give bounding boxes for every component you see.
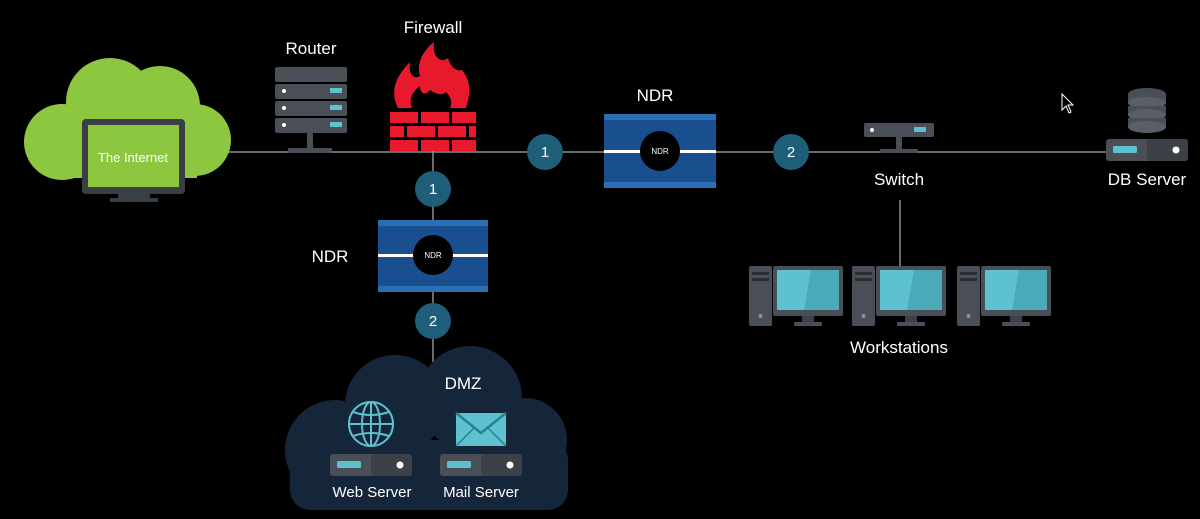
- workstation-icon: [957, 266, 1051, 326]
- database-server-icon: [1106, 88, 1188, 161]
- dmz-label: DMZ: [445, 374, 482, 393]
- router-rack-icon: [275, 67, 347, 153]
- switch-label: Switch: [874, 170, 924, 189]
- ndr-appliance-top: NDR: [604, 114, 716, 188]
- marker-vertical-1: 1: [415, 171, 451, 207]
- svg-text:1: 1: [541, 144, 549, 161]
- marker-vertical-2: 2: [415, 303, 451, 339]
- workstation-icon: [749, 266, 843, 326]
- marker-top-1: 1: [527, 134, 563, 170]
- ndr-left-label: NDR: [312, 247, 349, 266]
- svg-text:1: 1: [429, 181, 437, 198]
- cloud-monitor-icon: [82, 119, 185, 202]
- globe-server-icon: [330, 401, 412, 476]
- internet-cloud: The Internet: [24, 58, 231, 202]
- internet-label: The Internet: [98, 150, 168, 165]
- dmz-cloud: [285, 346, 568, 510]
- mail-server-icon: [440, 412, 522, 476]
- ndr-appliance-left: NDR: [378, 220, 488, 292]
- router-label: Router: [285, 39, 336, 58]
- ndr-left-badge: NDR: [424, 251, 442, 260]
- workstations-label: Workstations: [850, 338, 948, 357]
- svg-text:2: 2: [429, 313, 437, 330]
- db-server-label: DB Server: [1108, 170, 1187, 189]
- svg-text:2: 2: [787, 144, 795, 161]
- workstation-icon: [852, 266, 946, 326]
- mail-server-label: Mail Server: [443, 484, 519, 501]
- web-server-label: Web Server: [333, 484, 412, 501]
- marker-top-2: 2: [773, 134, 809, 170]
- ndr-top-badge: NDR: [651, 147, 669, 156]
- mouse-cursor-icon: [1061, 92, 1075, 114]
- firewall-icon: [390, 42, 476, 151]
- ndr-top-label: NDR: [637, 86, 674, 105]
- switch-icon: [864, 123, 934, 153]
- firewall-label: Firewall: [404, 18, 463, 37]
